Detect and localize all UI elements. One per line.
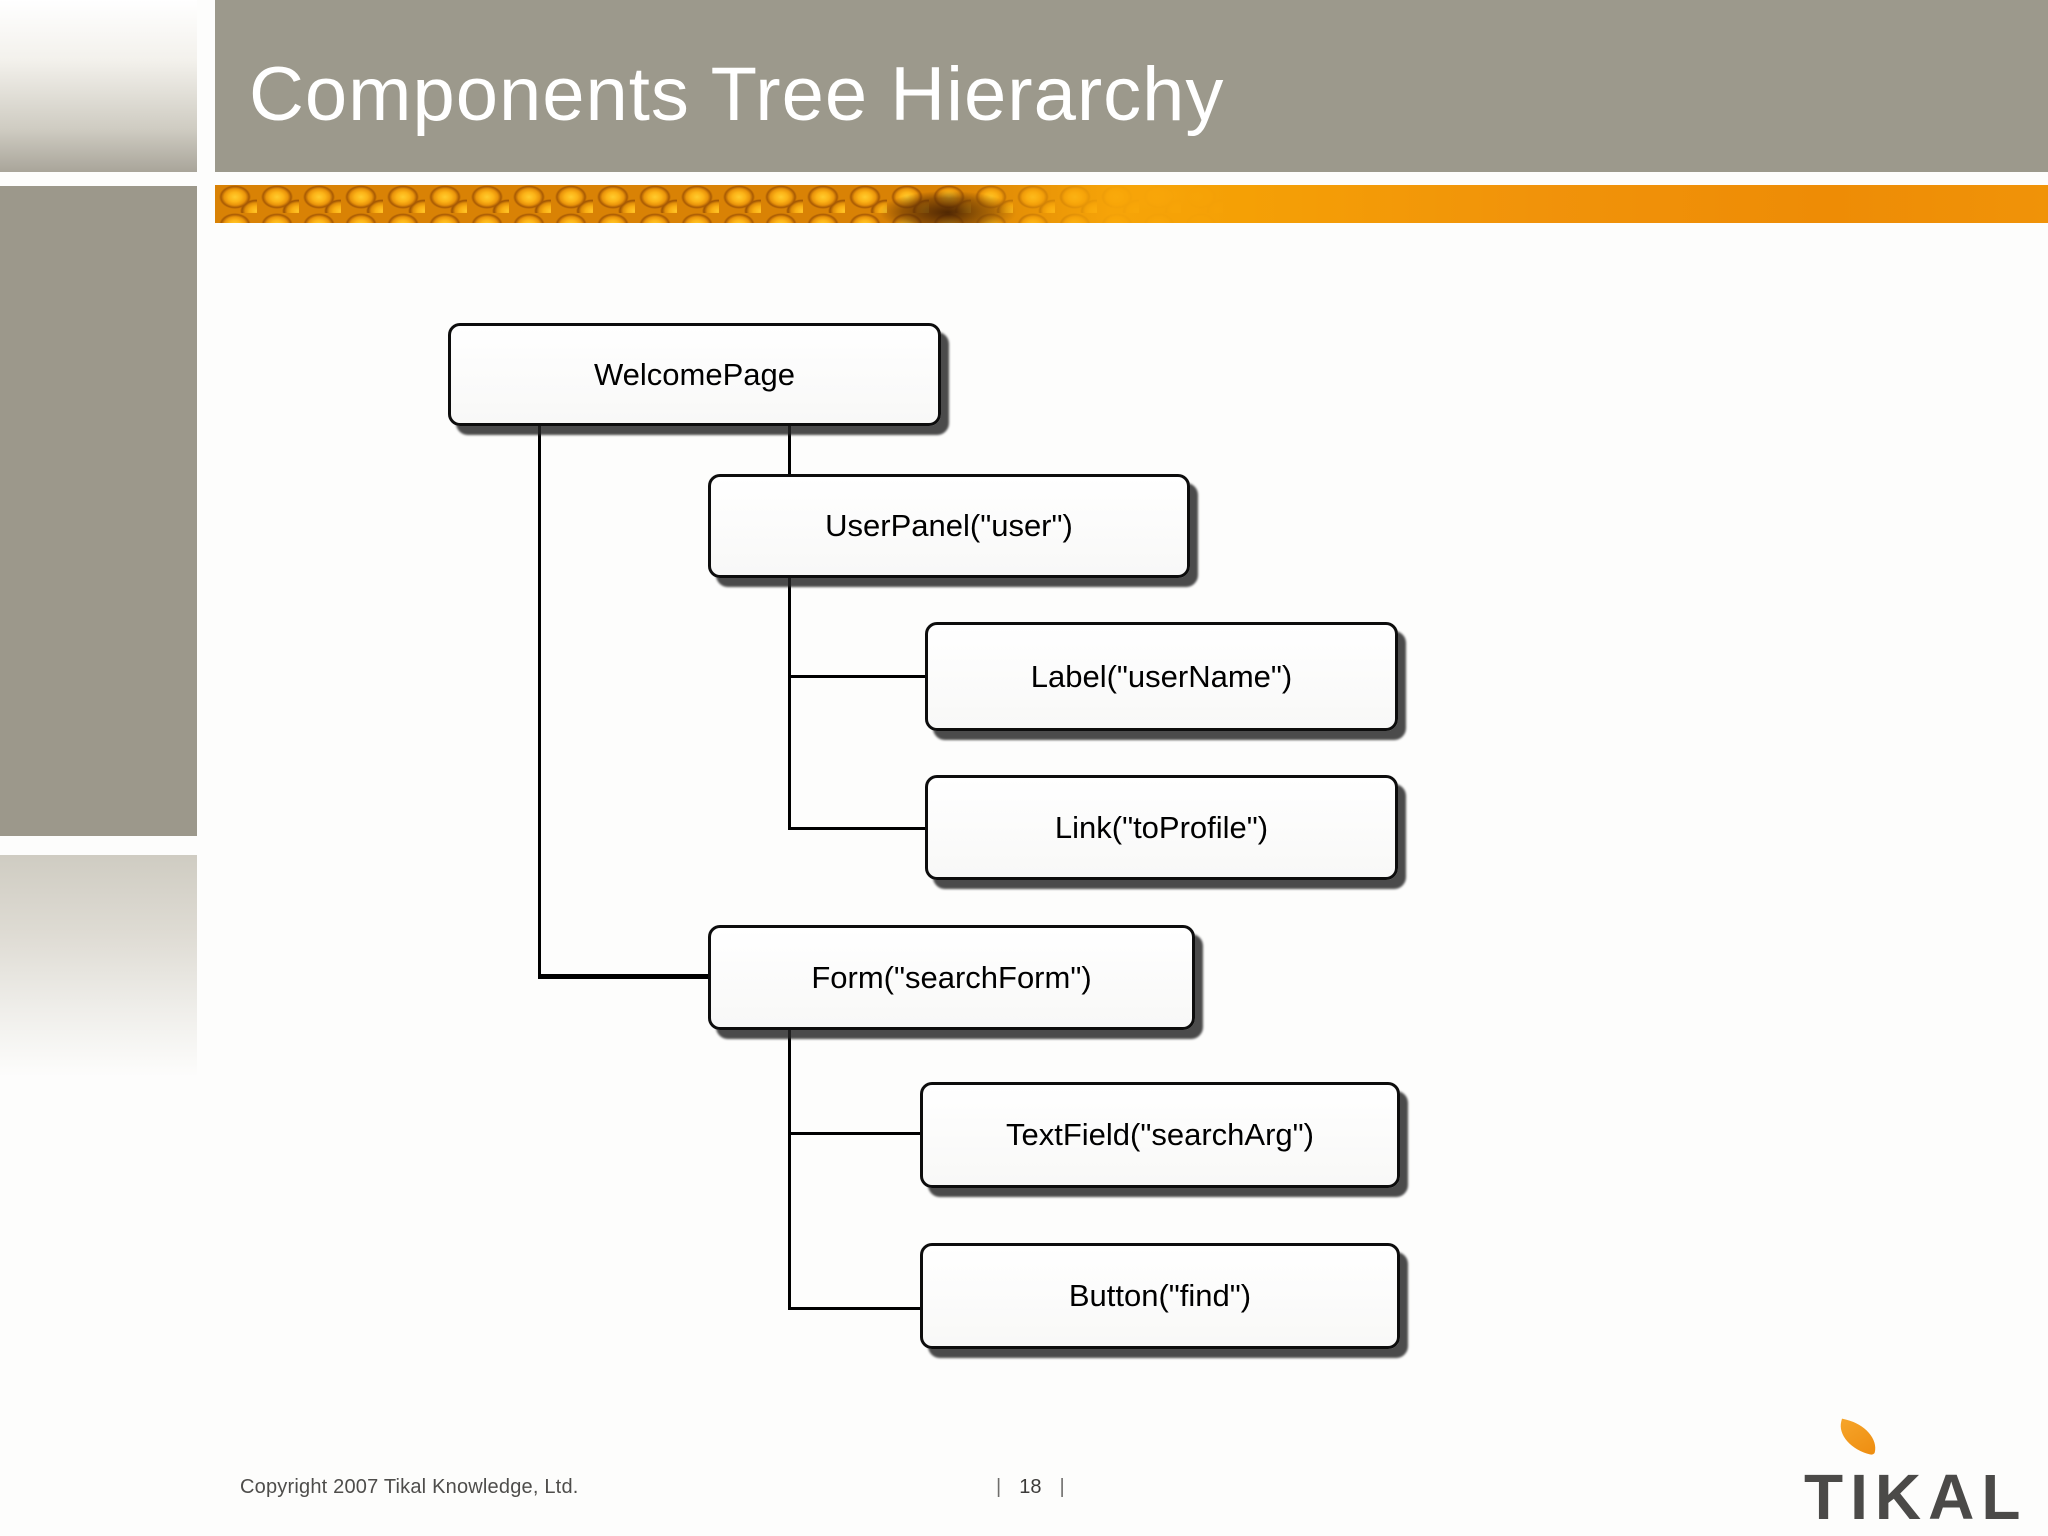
connector-line — [788, 1132, 920, 1135]
sidebar-block-top — [0, 0, 197, 172]
connector-line — [788, 426, 791, 474]
tree-node-userpanel: UserPanel("user") — [708, 474, 1190, 578]
page-number: 18 — [1019, 1476, 1042, 1498]
connector-line — [538, 426, 541, 979]
tikal-logo-text: TIKAL — [1804, 1461, 2028, 1533]
page-separator-right: | — [1059, 1476, 1065, 1498]
connector-line — [788, 827, 925, 830]
tikal-logo: TIKAL — [1800, 1415, 2046, 1530]
corn-photo-strip — [215, 185, 2048, 223]
tree-node-label: Form("searchForm") — [811, 959, 1092, 995]
tree-node-label: TextField("searchArg") — [1006, 1117, 1314, 1152]
tree-node-label: UserPanel("user") — [825, 508, 1073, 543]
connector-line — [538, 974, 708, 979]
tree-node-label: Link("toProfile") — [1054, 809, 1269, 845]
tree-node-button-find: Button("find") — [920, 1243, 1400, 1349]
tree-node-label: WelcomePage — [593, 356, 796, 392]
tree-node-welcomepage: WelcomePage — [448, 323, 941, 426]
tree-node-textfield-searcharg: TextField("searchArg") — [920, 1082, 1400, 1188]
tree-node-label: Button("find") — [1068, 1278, 1252, 1313]
page-title: Components Tree Hierarchy — [249, 51, 1225, 137]
tree-node-label-username: Label("userName") — [925, 622, 1398, 731]
connector-line — [788, 675, 925, 678]
tree-node-label: Label("userName") — [1030, 658, 1293, 694]
page-indicator: | 18 | — [996, 1476, 1065, 1499]
title-bar: Components Tree Hierarchy — [215, 0, 2048, 172]
tree-node-link-toprofile: Link("toProfile") — [925, 775, 1398, 880]
sidebar-block-bottom — [0, 855, 197, 1077]
copyright-text: Copyright 2007 Tikal Knowledge, Ltd. — [240, 1476, 579, 1498]
tree-node-form-searchform: Form("searchForm") — [708, 925, 1195, 1030]
sidebar-block-middle — [0, 186, 197, 836]
connector-line — [788, 1030, 791, 1310]
connector-line — [788, 578, 791, 830]
leaf-icon — [1835, 1418, 1881, 1456]
page-separator-left: | — [996, 1476, 1002, 1498]
connector-line — [788, 1307, 920, 1310]
